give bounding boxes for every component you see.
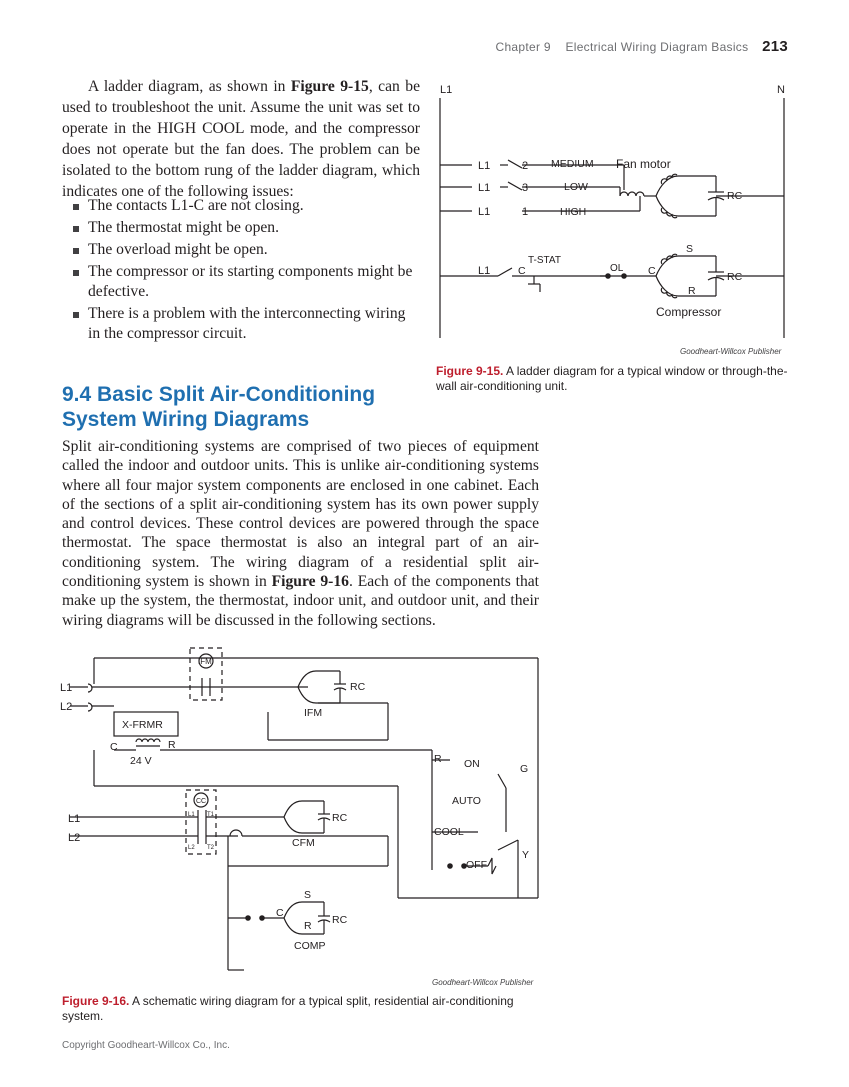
cond-supply-l1: L1 bbox=[68, 813, 80, 825]
tstat-y-label: Y bbox=[522, 849, 529, 861]
rc-label: RC bbox=[350, 681, 366, 693]
contact-l1: L1 bbox=[478, 265, 490, 277]
comp-c-label: C bbox=[648, 265, 656, 277]
xfrmr-r-label: R bbox=[168, 739, 176, 751]
section-heading: 9.4 Basic Split Air-Conditioning System … bbox=[62, 383, 376, 431]
list-item: The contacts L1-C are not closing. bbox=[62, 196, 420, 216]
terminal-l2: L2 bbox=[188, 845, 195, 851]
comp-s-label: S bbox=[686, 243, 693, 255]
rc-label: RC bbox=[332, 812, 348, 824]
tstat-g-label: G bbox=[520, 763, 528, 775]
supply-l1: L1 bbox=[60, 682, 72, 694]
terminal-l1: L1 bbox=[188, 812, 195, 818]
contact-number: 1 bbox=[522, 206, 528, 218]
figure-credit: Goodheart-Willcox Publisher bbox=[680, 347, 782, 356]
cond-supply-l2: L2 bbox=[68, 832, 80, 844]
figure-ref-9-16: Figure 9-16 bbox=[271, 573, 349, 591]
running-head: Chapter 9 Electrical Wiring Diagram Basi… bbox=[470, 38, 788, 55]
section-body: Split air-conditioning systems are compr… bbox=[62, 437, 539, 630]
section-text-2: . Each of the components that make up th… bbox=[62, 573, 540, 629]
intro-paragraph: A ladder diagram, as shown in Figure 9-1… bbox=[62, 76, 420, 202]
tstat-cool-label: COOL bbox=[434, 826, 464, 838]
ifm-coil-label: IFM bbox=[198, 657, 212, 666]
figure-credit: Goodheart-Willcox Publisher bbox=[432, 978, 534, 987]
terminal-t2: T2 bbox=[207, 845, 215, 851]
figure-ref-9-15: Figure 9-15 bbox=[290, 78, 369, 95]
caption-label: Figure 9-16. bbox=[62, 994, 130, 1008]
copyright-footer: Copyright Goodheart-Willcox Co., Inc. bbox=[62, 1040, 230, 1051]
list-item: The thermostat might be open. bbox=[62, 218, 420, 238]
tstat-on-label: ON bbox=[464, 758, 480, 770]
intro-text-1: A ladder diagram, as shown in bbox=[88, 78, 291, 95]
tstat-auto-label: AUTO bbox=[452, 795, 481, 807]
tstat-off-label: OFF bbox=[466, 859, 487, 871]
contact-c: C bbox=[518, 265, 526, 277]
issue-list: The contacts L1-C are not closing. The t… bbox=[62, 196, 420, 346]
figure-9-16-schematic: L1 L2 IFM RC IFM X-FRMR C R 24 V R ON G … bbox=[60, 647, 539, 971]
page-number: 213 bbox=[762, 38, 788, 55]
contact-l1: L1 bbox=[478, 206, 490, 218]
section-text-1: Split air-conditioning systems are compr… bbox=[62, 438, 539, 591]
speed-low: LOW bbox=[564, 181, 588, 193]
comp-label: COMP bbox=[294, 940, 326, 952]
chapter-label: Chapter 9 bbox=[495, 40, 551, 54]
rail-label-l1: L1 bbox=[440, 84, 452, 96]
comp-r-label: R bbox=[688, 285, 696, 297]
cfm-label: CFM bbox=[292, 837, 315, 849]
chapter-title: Electrical Wiring Diagram Basics bbox=[565, 40, 749, 54]
caption-label: Figure 9-15. bbox=[436, 364, 504, 378]
supply-l2: L2 bbox=[60, 701, 72, 713]
list-item: The overload might be open. bbox=[62, 240, 420, 260]
list-item: There is a problem with the interconnect… bbox=[62, 304, 420, 344]
figure-9-16-caption: Figure 9-16. A schematic wiring diagram … bbox=[62, 994, 540, 1024]
rc-label: RC bbox=[727, 271, 743, 283]
caption-text: A schematic wiring diagram for a typical… bbox=[62, 994, 514, 1023]
caption-text: A ladder diagram for a typical window or… bbox=[436, 364, 788, 393]
rail-label-n: N bbox=[777, 84, 785, 96]
xfrmr-label: X-FRMR bbox=[122, 719, 163, 731]
tstat-r-label: R bbox=[434, 753, 442, 765]
contact-number: 3 bbox=[522, 182, 528, 194]
rc-label: RC bbox=[727, 190, 743, 202]
rc-label: RC bbox=[332, 914, 348, 926]
cc-coil-label: CC bbox=[196, 798, 206, 805]
intro-text-2: , can be used to troubleshoot the unit. … bbox=[62, 78, 420, 200]
figure-9-15-ladder-diagram: L1 N L1 L1 L1 2 3 1 MEDIUM LOW HIGH Fan … bbox=[439, 84, 785, 338]
fan-motor-label: Fan motor bbox=[616, 157, 671, 171]
contact-l1: L1 bbox=[478, 182, 490, 194]
speed-high: HIGH bbox=[560, 206, 586, 218]
figure-9-15-caption: Figure 9-15. A ladder diagram for a typi… bbox=[436, 364, 790, 394]
contact-number: 2 bbox=[522, 160, 528, 172]
list-item: The compressor or its starting component… bbox=[62, 262, 420, 302]
xfrmr-c-label: C bbox=[110, 741, 118, 753]
speed-medium: MEDIUM bbox=[551, 158, 594, 170]
compressor-label: Compressor bbox=[656, 305, 721, 319]
voltage-label: 24 V bbox=[130, 755, 152, 767]
tstat-label: T-STAT bbox=[528, 255, 561, 266]
terminal-t1: T1 bbox=[207, 812, 215, 818]
comp-c-label: C bbox=[276, 907, 284, 919]
contact-l1: L1 bbox=[478, 160, 490, 172]
comp-r-label: R bbox=[304, 920, 312, 932]
comp-s-label: S bbox=[304, 889, 311, 901]
ifm-label: IFM bbox=[304, 707, 322, 719]
overload-label: OL bbox=[610, 263, 624, 274]
